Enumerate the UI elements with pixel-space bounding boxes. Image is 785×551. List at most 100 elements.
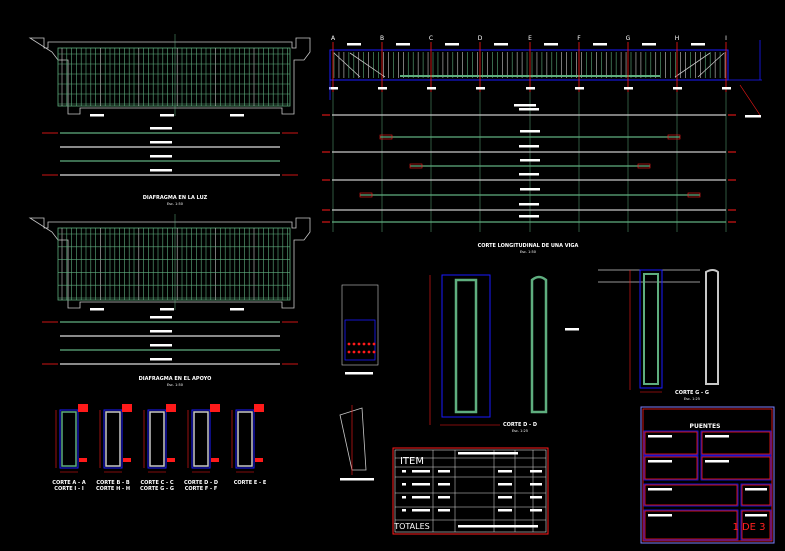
rebar-detail-text [150,330,172,333]
title-cell [741,510,771,540]
rebar-detail-text [150,169,172,172]
table-frame-outer [392,447,549,535]
small-section-outline [59,409,79,469]
table-cell [438,509,450,512]
title-cell-text [705,435,729,438]
small-section-outline [147,409,167,469]
rebar-label [519,215,539,218]
table-cell [498,496,512,499]
rebar-label [519,145,539,148]
dimension-text [230,308,244,311]
spacing-text [494,43,508,46]
table-cell [438,470,450,473]
title-cell [701,456,771,480]
title-cell [644,484,738,506]
small-sections [55,404,264,473]
diaphragm-support-view [28,214,311,365]
table-frame [394,449,547,533]
rebar-label [520,130,540,133]
title-cell-text [648,488,672,491]
lap-marker [409,163,423,169]
table-cell [412,496,430,499]
rebar-dot [352,342,356,346]
table-item-header: ITEM [400,456,424,467]
dimension-text [230,114,244,117]
beam-outline [329,49,729,81]
section-gg-title: CORTE G - G [675,390,709,396]
small-section-label-3b: CORTE G - G [140,486,174,492]
rebar-dot [357,342,361,346]
diaphragm-outline [28,37,311,115]
diaphragm-support-scale: Esc. 1:50 [167,383,183,387]
table-cell [412,470,430,473]
diagonal-bar [333,52,361,78]
table-cell [412,509,430,512]
axis-label-i: I [725,35,727,42]
station-text [673,87,682,90]
small-section-label-3a: CORTE C - C [140,480,173,486]
rebar-dot [372,350,376,354]
axis-label-c: C [429,35,433,42]
leader-text [745,115,761,118]
dimension-text [255,458,263,462]
axis-label-h: H [675,35,680,42]
spacing-text [593,43,607,46]
diaphragm-rebar-cage [57,227,291,301]
title-cell-text [648,514,672,517]
axis-label-g: G [626,35,631,42]
leader-text [565,328,579,331]
axis-label-b: B [380,35,384,42]
longitudinal-title: CORTE LONGITUDINAL DE UNA VIGA [478,243,579,249]
rebar-label [519,203,539,206]
section-gg-stirrup-detail [705,269,719,385]
small-section-label-5a: CORTE E - E [234,480,267,486]
small-section-label-4b: CORTE F - F [185,486,218,492]
section-dd-scale: Esc. 1:25 [512,429,528,433]
rebar-detail-text [150,127,172,130]
spacing-text [445,43,459,46]
title-cell [701,431,771,455]
section-gg-stirrup [643,273,659,385]
dimension-text [166,404,176,412]
table-header [458,452,518,455]
dimension-text [90,114,104,117]
title-cell-text [745,488,767,491]
diagonal-bar [697,52,725,78]
section-gg-outline [639,269,663,389]
rebar-dot [352,350,356,354]
lap-marker [379,134,393,140]
title-block-inner [642,408,773,542]
small-section-label-1b: CORTE I - I [54,486,84,492]
axis-label-d: D [478,35,483,42]
title-block-outer [640,406,775,544]
title-cell [644,431,698,455]
table-cell [498,470,512,473]
rebar-label [519,108,539,111]
small-section-outline [191,409,211,469]
title-cell-frame [700,430,772,456]
rebar-dot [367,342,371,346]
small-section-outline [103,409,123,469]
table-cell [530,496,542,499]
title-cell [644,510,738,540]
diaphragm-support-title: DIAFRAGMA EN EL APOYO [139,376,212,382]
table-cell [438,483,450,486]
diaphragm-rebar-cage [57,47,291,107]
section-detail-box [344,319,376,361]
title-cell [741,484,771,506]
table-item-label [402,509,406,512]
lap-marker [637,163,651,169]
section-detail-title [345,372,373,375]
dimension-text [123,458,131,462]
table-item-label [402,470,406,473]
rebar-detail-text [150,344,172,347]
rebar-dot [362,350,366,354]
title-cell [644,456,698,480]
rebar-dot [357,350,361,354]
section-dd-outline [441,274,491,418]
title-cell-frame [643,455,699,481]
rebar-dot [362,342,366,346]
title-block [640,406,775,544]
small-section-label-2a: CORTE B - B [96,480,129,486]
